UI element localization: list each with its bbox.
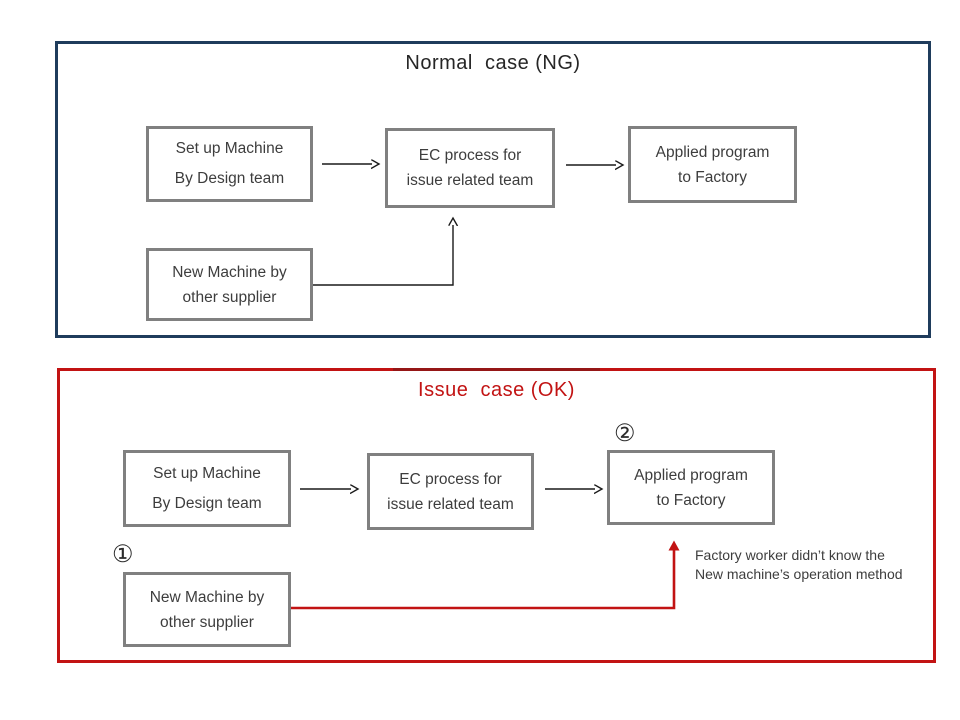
box-line: other supplier bbox=[182, 288, 277, 306]
box-setup-machine-issue: Set up Machine By Design team bbox=[123, 450, 291, 527]
box-line: New Machine by bbox=[149, 588, 265, 606]
box-applied-program-normal: Applied program to Factory bbox=[628, 126, 797, 203]
issue-case-panel: Issue case (OK) Set up Machine By Design… bbox=[57, 368, 936, 663]
box-line: Set up Machine bbox=[175, 140, 284, 157]
box-line: Set up Machine bbox=[153, 464, 261, 482]
box-line: By Design team bbox=[152, 494, 262, 512]
box-line: Applied program bbox=[655, 143, 770, 161]
box-setup-machine-normal: Set up Machine By Design team bbox=[146, 126, 313, 202]
box-line: to Factory bbox=[678, 168, 747, 186]
issue-note: Factory worker didn’t know the New machi… bbox=[695, 546, 945, 584]
issue-note-line: New machine’s operation method bbox=[695, 566, 903, 582]
normal-case-title: Normal case (NG) bbox=[405, 52, 581, 74]
box-line: issue related team bbox=[406, 172, 534, 189]
box-line: other supplier bbox=[160, 613, 254, 631]
step-2-badge: ② bbox=[614, 420, 636, 447]
issue-note-line: Factory worker didn’t know the bbox=[695, 547, 885, 563]
box-line: New Machine by bbox=[172, 263, 287, 281]
box-line: issue related team bbox=[387, 495, 514, 513]
box-applied-program-issue: Applied program to Factory bbox=[607, 450, 775, 525]
box-line: By Design team bbox=[174, 170, 285, 187]
normal-case-panel: Normal case (NG) Set up Machine By Desig… bbox=[55, 41, 931, 338]
step-1-badge: ① bbox=[112, 541, 134, 568]
issue-case-title: Issue case (OK) bbox=[418, 379, 575, 401]
issue-panel-accent-line bbox=[393, 368, 600, 371]
box-line: EC process for bbox=[399, 470, 502, 488]
box-line: EC process for bbox=[418, 147, 522, 164]
box-line: Applied program bbox=[634, 466, 748, 484]
box-ec-process-normal: EC process for issue related team bbox=[385, 128, 555, 208]
box-line: to Factory bbox=[656, 491, 726, 509]
box-ec-process-issue: EC process for issue related team bbox=[367, 453, 534, 530]
box-new-machine-normal: New Machine by other supplier bbox=[146, 248, 313, 321]
box-new-machine-issue: New Machine by other supplier bbox=[123, 572, 291, 647]
